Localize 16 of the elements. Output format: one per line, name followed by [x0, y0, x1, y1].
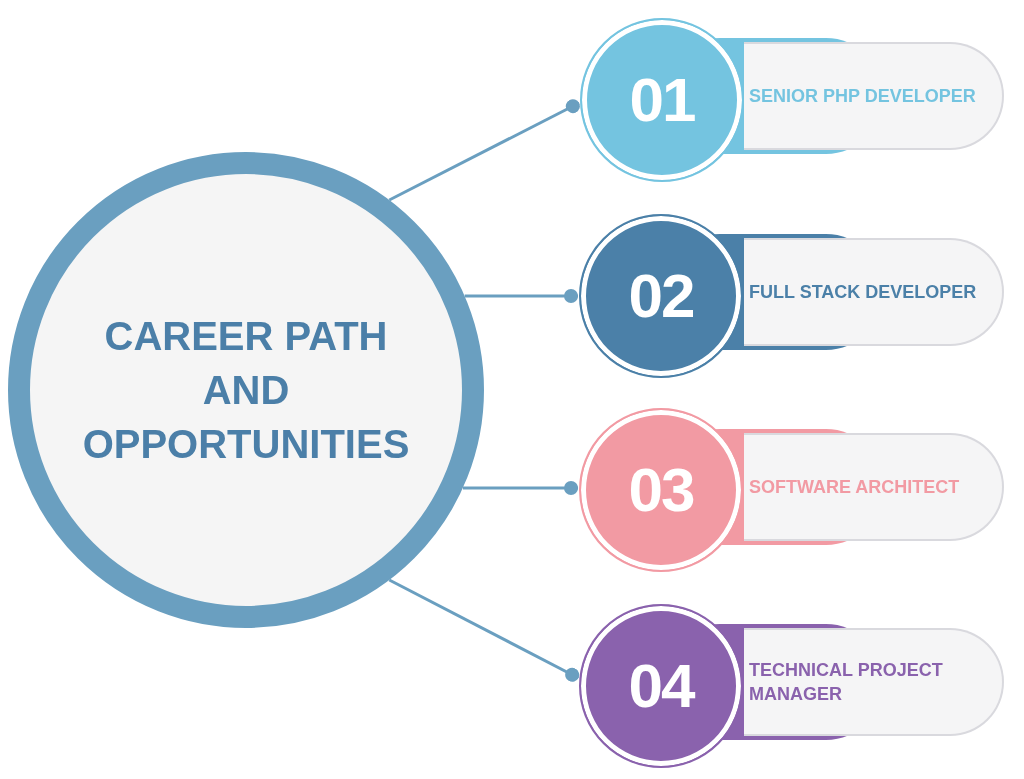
- step-number: 02: [628, 264, 694, 328]
- step-number: 01: [629, 68, 695, 132]
- connector-line: [462, 481, 578, 495]
- connector-line: [388, 578, 580, 682]
- role-title: FULL STACK DEVELOPER: [749, 281, 977, 304]
- role-pill: [744, 433, 1004, 541]
- step-number: 04: [628, 654, 694, 718]
- role-pill: [744, 42, 1004, 150]
- center-heading: CAREER PATH AND OPPORTUNITIES: [81, 313, 411, 468]
- role-title: SENIOR PHP DEVELOPER: [749, 85, 976, 108]
- role-pill: [744, 238, 1004, 346]
- role-title: TECHNICAL PROJECT MANAGER: [749, 659, 944, 706]
- role-pill: [744, 628, 1004, 736]
- role-title: SOFTWARE ARCHITECT: [749, 476, 960, 499]
- step-number: 03: [628, 458, 694, 522]
- connector-line: [464, 289, 578, 303]
